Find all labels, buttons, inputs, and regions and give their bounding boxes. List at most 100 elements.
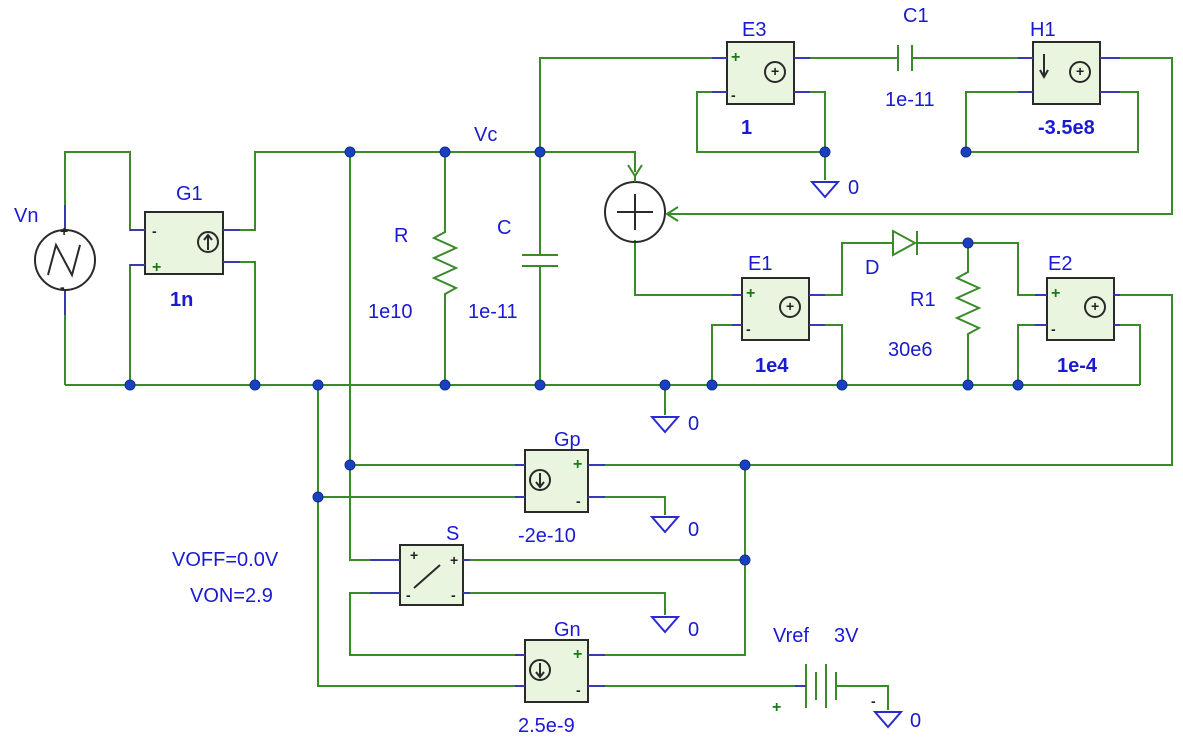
r-name: R	[394, 225, 408, 247]
c1-name: C1	[903, 5, 929, 27]
svg-text:-: -	[871, 693, 876, 709]
voltage-source-icon	[764, 61, 786, 83]
svg-text:+: +	[1091, 298, 1099, 314]
source-vn[interactable]: + - Vn	[14, 205, 96, 315]
svg-text:-: -	[1051, 321, 1056, 337]
d-name: D	[865, 257, 879, 279]
svg-text:+: +	[772, 699, 781, 716]
capacitor-c[interactable]: C 1e-11	[468, 217, 558, 323]
junction-dot	[534, 146, 546, 158]
junction-dot	[659, 379, 671, 391]
junction-dot	[312, 491, 324, 503]
component-e1[interactable]: + - + E1 1e4	[732, 253, 825, 377]
component-gp[interactable]: + - Gp -2e-10	[515, 429, 605, 547]
junction-dot	[836, 379, 848, 391]
h1-value: -3.5e8	[1038, 117, 1095, 139]
junction-dot	[962, 379, 974, 391]
ground-symbol-s: 0	[649, 616, 699, 641]
e2-name: E2	[1048, 253, 1072, 275]
summing-block[interactable]	[604, 164, 679, 243]
svg-text:+: +	[450, 552, 458, 568]
vn-name: Vn	[14, 205, 38, 227]
s-voff: VOFF=0.0V	[172, 549, 279, 571]
svg-text:+: +	[1051, 285, 1060, 302]
e3-name: E3	[742, 19, 766, 41]
current-source-icon	[529, 659, 551, 681]
svg-text:+: +	[152, 259, 161, 276]
ground-label: 0	[688, 619, 699, 641]
junction-dot	[312, 379, 324, 391]
junction-dot	[962, 237, 974, 249]
component-e2[interactable]: + - + E2 1e-4	[1035, 253, 1120, 377]
junction-dot	[1012, 379, 1024, 391]
c-name: C	[497, 217, 511, 239]
svg-text:-: -	[746, 321, 751, 337]
r1-name: R1	[910, 289, 936, 311]
junction-dot	[439, 379, 451, 391]
svg-text:+: +	[731, 49, 740, 66]
svg-text:+: +	[573, 646, 582, 663]
r1-value: 30e6	[888, 339, 933, 361]
svg-text:-: -	[406, 587, 411, 603]
svg-text:+: +	[771, 63, 779, 79]
ground-label: 0	[688, 413, 699, 435]
ground-label: 0	[848, 177, 859, 199]
capacitor-c1[interactable]: C1 1e-11	[885, 5, 935, 111]
junction-dot	[124, 379, 136, 391]
vref-value: 3V	[834, 625, 859, 647]
svg-text:+: +	[410, 547, 418, 563]
svg-text:+: +	[746, 285, 755, 302]
svg-text:+: +	[573, 456, 582, 473]
component-gn[interactable]: + - Gn 2.5e-9	[515, 619, 605, 737]
e1-value: 1e4	[755, 355, 789, 377]
current-source-icon	[197, 231, 219, 253]
r-value: 1e10	[368, 301, 413, 323]
wires	[64, 57, 1173, 710]
svg-text:-: -	[152, 223, 157, 239]
c-value: 1e-11	[468, 301, 518, 323]
voltage-source-icon	[1084, 296, 1106, 318]
junction-dot	[439, 146, 451, 158]
gp-value: -2e-10	[518, 525, 576, 547]
resistor-r1[interactable]: R1 30e6	[888, 262, 982, 361]
sawtooth-icon	[47, 242, 81, 278]
component-g1[interactable]: - + G1 1n	[130, 183, 240, 311]
junction-dot	[344, 459, 356, 471]
e1-name: E1	[748, 253, 772, 275]
svg-text:-: -	[731, 87, 736, 103]
s-von: VON=2.9	[190, 585, 273, 607]
junction-dot	[739, 554, 751, 566]
s-name: S	[446, 523, 459, 545]
component-e3[interactable]: + - + E3 1	[712, 19, 810, 139]
battery-vref[interactable]: + - Vref 3V	[772, 625, 876, 716]
ground-label: 0	[688, 519, 699, 541]
switch-s[interactable]: + + - - S VOFF=0.0V VON=2.9	[172, 523, 470, 607]
svg-text:-: -	[451, 587, 456, 603]
junction-dot	[534, 379, 546, 391]
ground-label: 0	[910, 710, 921, 732]
component-h1[interactable]: + H1 -3.5e8	[1018, 19, 1120, 139]
ground-symbol-gp: 0	[649, 516, 699, 541]
h1-name: H1	[1030, 19, 1056, 41]
ground-symbol-e3: 0	[809, 177, 859, 199]
junction-dot	[344, 146, 356, 158]
voltage-source-icon	[779, 296, 801, 318]
g1-name: G1	[176, 183, 203, 205]
ground-symbol-vref: 0	[872, 710, 921, 732]
svg-text:+: +	[786, 298, 794, 314]
gn-value: 2.5e-9	[518, 715, 575, 737]
resistor-r[interactable]: R 1e10	[368, 222, 459, 323]
svg-text:-: -	[576, 493, 581, 509]
svg-text:-: -	[576, 682, 581, 698]
voltage-source-icon	[1069, 61, 1091, 83]
g1-value: 1n	[170, 289, 193, 311]
vn-source-icon	[34, 229, 96, 291]
ground-symbol-rail: 0	[649, 413, 699, 435]
junction-dot	[819, 146, 831, 158]
e2-value: 1e-4	[1057, 355, 1098, 377]
junction-dot	[960, 146, 972, 158]
gp-name: Gp	[554, 429, 581, 451]
diode-d[interactable]: D	[865, 229, 918, 279]
junction-dot	[739, 459, 751, 471]
